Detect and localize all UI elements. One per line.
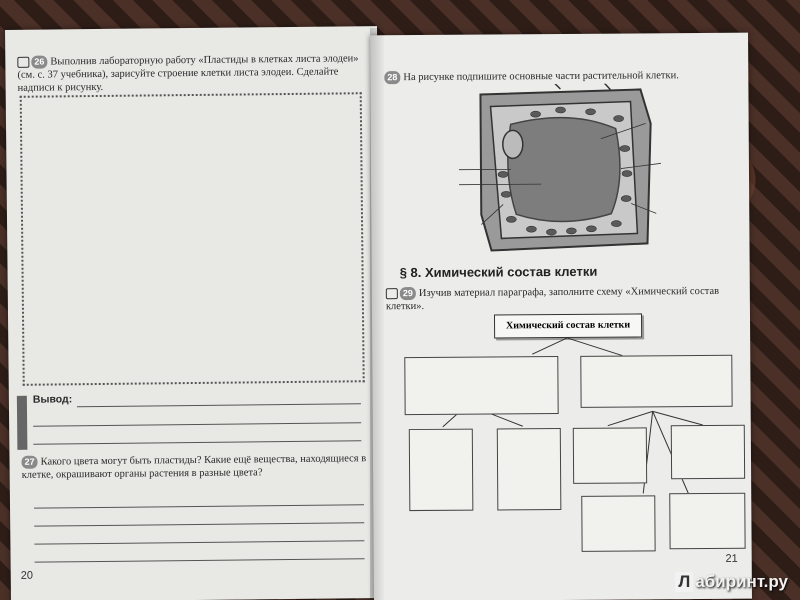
question-text: Выполнив лабораторную работу «Пластиды в… <box>17 53 359 94</box>
scheme-box[interactable] <box>580 354 733 408</box>
plant-cell-illustration <box>458 83 661 252</box>
scheme-box[interactable] <box>408 428 474 512</box>
scheme-box[interactable] <box>572 427 648 484</box>
margin-bar <box>16 395 28 450</box>
answer-line[interactable] <box>76 403 361 408</box>
scheme-box[interactable] <box>581 495 656 552</box>
answer-line[interactable] <box>33 440 362 445</box>
answer-line[interactable] <box>34 504 365 509</box>
question-number: 26 <box>31 55 48 69</box>
watermark-logo: Л <box>675 572 694 592</box>
watermark-text: абиринт.ру <box>695 572 788 591</box>
scheme-box[interactable] <box>496 428 562 511</box>
answer-line[interactable] <box>34 558 365 563</box>
scheme-box[interactable] <box>670 424 746 480</box>
question-number: 27 <box>21 455 38 469</box>
scheme-box[interactable] <box>669 492 746 550</box>
page-number: 21 <box>725 552 738 565</box>
page-number: 20 <box>20 569 34 582</box>
drawing-area[interactable] <box>19 92 365 386</box>
book-spine <box>370 28 384 600</box>
answer-line[interactable] <box>34 522 365 527</box>
label-pointers <box>458 123 661 225</box>
question-text: Какого цвета могут быть пластиды? Какие … <box>21 453 367 481</box>
answer-line[interactable] <box>33 422 362 427</box>
scheme-box[interactable] <box>404 356 559 416</box>
cell-drawing <box>479 83 652 252</box>
conclusion-label: Вывод: <box>32 393 73 406</box>
lab-icon <box>17 56 30 68</box>
answer-line[interactable] <box>34 540 365 545</box>
